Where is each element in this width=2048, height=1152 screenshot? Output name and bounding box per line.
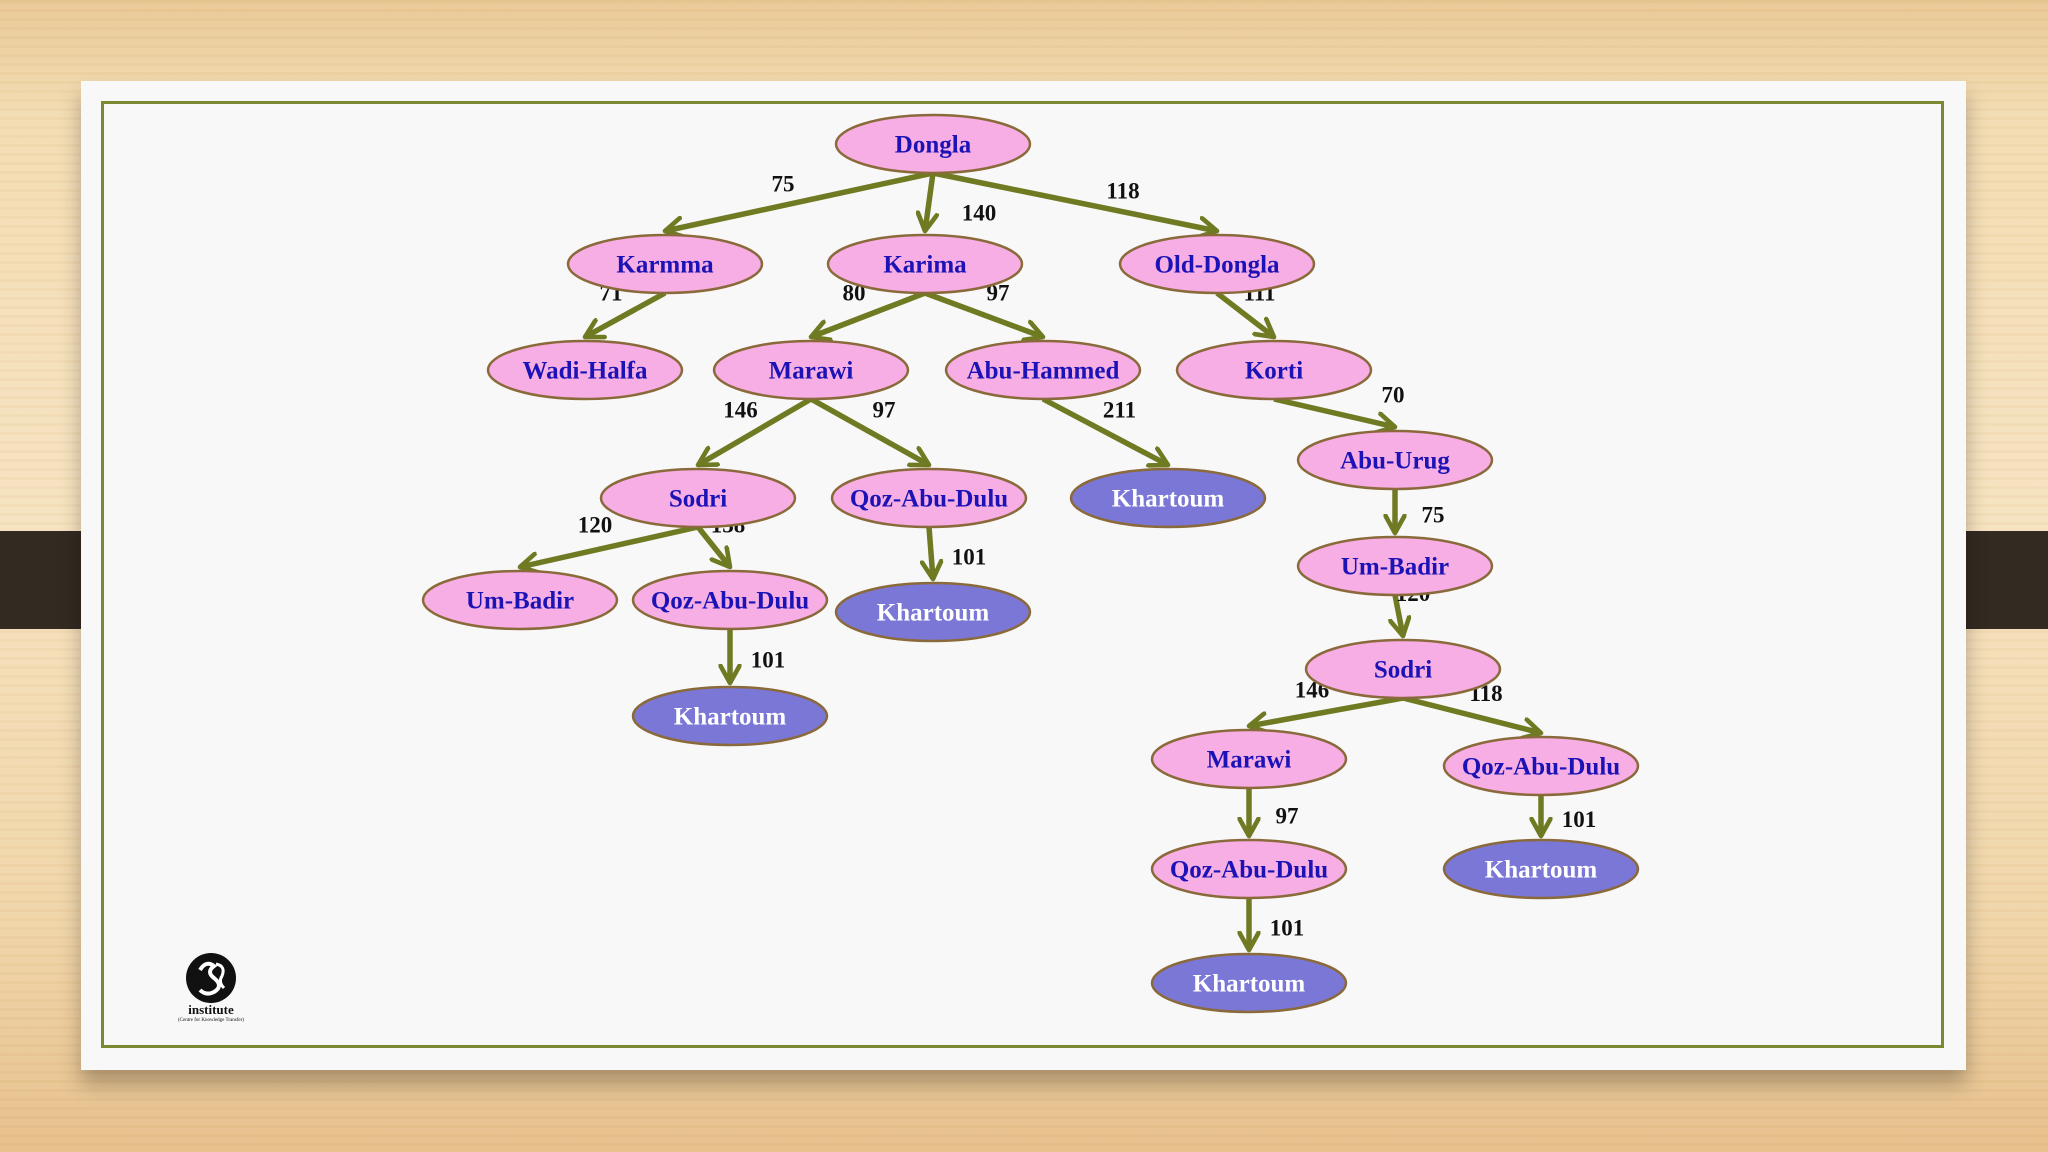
city-node: Qoz-Abu-Dulu (1152, 840, 1346, 898)
city-node: Dongla (836, 115, 1030, 173)
edge-weight-label: 75 (772, 172, 795, 197)
node-label: Wadi-Halfa (522, 358, 648, 385)
logo-text: institute (148, 1002, 274, 1018)
node-label: Qoz-Abu-Dulu (850, 486, 1008, 513)
node-label: Korti (1245, 358, 1303, 385)
goal-node: Khartoum (1152, 954, 1346, 1012)
goal-node: Khartoum (633, 687, 827, 745)
goal-node: Khartoum (1071, 469, 1265, 527)
node-label: Khartoum (1193, 971, 1306, 998)
city-node: Qoz-Abu-Dulu (1444, 737, 1638, 795)
city-node: Wadi-Halfa (488, 341, 682, 399)
city-node: Karima (828, 235, 1022, 293)
node-label: Qoz-Abu-Dulu (1170, 857, 1328, 884)
edge-arrow (585, 293, 665, 337)
node-label: Karima (883, 252, 967, 279)
city-node: Abu-Hammed (946, 341, 1140, 399)
node-label: Khartoum (877, 600, 990, 627)
edge-arrow (929, 527, 933, 579)
edge-weight-label: 75 (1422, 503, 1445, 528)
node-label: Sodri (1374, 657, 1432, 684)
city-node: Marawi (1152, 730, 1346, 788)
edge-weight-label: 101 (751, 648, 786, 673)
edge-weight-label: 97 (873, 398, 896, 423)
node-label: Um-Badir (1341, 554, 1449, 581)
logo-subtext: (Centre for Knowledge Transfer) (148, 1018, 274, 1023)
edge-weight-label: 97 (1276, 804, 1299, 829)
edge-weight-label: 101 (1270, 916, 1305, 941)
city-node: Old-Dongla (1120, 235, 1314, 293)
edge-weight-label: 120 (578, 513, 613, 538)
city-node: Marawi (714, 341, 908, 399)
node-label: Marawi (1207, 747, 1292, 774)
node-label: Um-Badir (466, 588, 574, 615)
edge-weight-label: 211 (1103, 398, 1136, 423)
edge-arrow (811, 399, 929, 465)
node-label: Abu-Hammed (967, 358, 1120, 385)
city-node: Qoz-Abu-Dulu (832, 469, 1026, 527)
edge-weight-label: 140 (962, 201, 997, 226)
city-node: Abu-Urug (1298, 431, 1492, 489)
edge-arrow (665, 173, 933, 231)
city-node: Sodri (1306, 640, 1500, 698)
node-label: Khartoum (1112, 486, 1225, 513)
logo-mark-icon (148, 950, 274, 1006)
goal-node: Khartoum (1444, 840, 1638, 898)
institute-logo: institute (Centre for Knowledge Transfer… (148, 950, 248, 1030)
node-label: Dongla (895, 132, 972, 159)
edge-weight-label: 118 (1106, 179, 1139, 204)
city-node: Um-Badir (1298, 537, 1492, 595)
goal-node: Khartoum (836, 583, 1030, 641)
node-label: Sodri (669, 486, 727, 513)
edge-weight-label: 101 (952, 545, 987, 570)
city-node: Sodri (601, 469, 795, 527)
city-node: Qoz-Abu-Dulu (633, 571, 827, 629)
node-label: Qoz-Abu-Dulu (1462, 754, 1620, 781)
node-label: Khartoum (1485, 857, 1598, 884)
city-node: Um-Badir (423, 571, 617, 629)
node-label: Old-Dongla (1154, 252, 1280, 279)
node-label: Khartoum (674, 704, 787, 731)
edge-weight-label: 101 (1562, 807, 1597, 832)
city-node: Korti (1177, 341, 1371, 399)
edge-weight-label: 146 (723, 398, 758, 423)
node-label: Qoz-Abu-Dulu (651, 588, 809, 615)
edge-arrow (1274, 399, 1395, 427)
node-label: Karmma (616, 252, 714, 279)
city-node: Karmma (568, 235, 762, 293)
edge-arrow (925, 173, 933, 231)
node-label: Marawi (769, 358, 854, 385)
edge-arrow (811, 293, 925, 337)
edge-arrow (925, 293, 1043, 337)
edge-weight-label: 70 (1382, 383, 1405, 408)
node-label: Abu-Urug (1340, 448, 1450, 475)
